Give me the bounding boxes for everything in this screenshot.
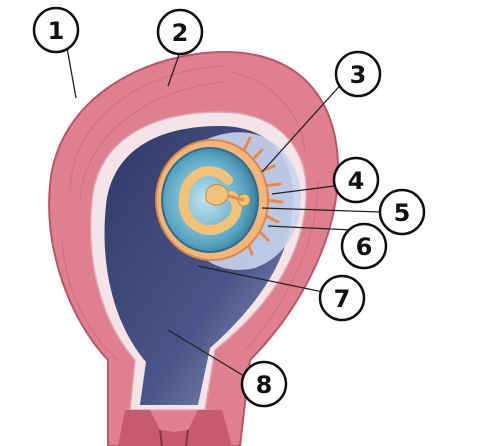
label-8-text: 8 (256, 371, 273, 399)
label-5-text: 5 (394, 199, 411, 227)
label-7: 7 (318, 274, 366, 322)
label-6-text: 6 (356, 233, 373, 261)
label-3-text: 3 (350, 61, 367, 89)
label-1: 1 (32, 6, 80, 54)
label-6: 6 (340, 222, 388, 270)
label-1-text: 1 (48, 17, 65, 45)
leader-lines (65, 41, 381, 377)
label-8: 8 (240, 360, 288, 408)
label-7-text: 7 (334, 285, 351, 313)
cervix (118, 410, 232, 446)
embryo (178, 166, 251, 236)
label-5: 5 (378, 188, 426, 236)
label-2-text: 2 (172, 19, 189, 47)
label-2: 2 (156, 8, 204, 56)
label-3: 3 (334, 50, 382, 98)
label-4-text: 4 (348, 167, 365, 195)
wall-fibres (61, 65, 319, 361)
label-4: 4 (332, 156, 380, 204)
